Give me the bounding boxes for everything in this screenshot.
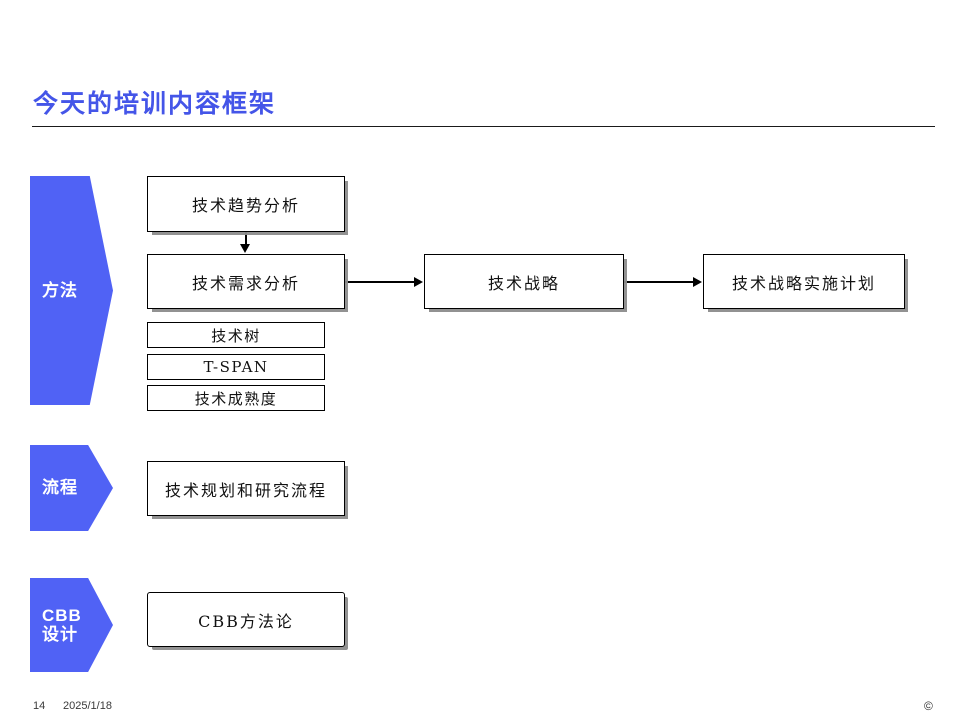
flow-box-technology-tree[interactable]: 技术树: [147, 322, 325, 348]
category-band-cbb-label-line1: CBB: [42, 605, 82, 625]
arrow-right-icon: [414, 277, 423, 287]
flow-box-technology-planning-research-process[interactable]: 技术规划和研究流程: [147, 461, 345, 516]
footer-date: 2025/1/18: [63, 700, 112, 712]
flow-box-tspan[interactable]: T-SPAN: [147, 354, 325, 380]
connector-line-demand-to-strategy: [345, 281, 415, 283]
connector-line-strategy-to-plan: [624, 281, 694, 283]
arrow-down-icon: [240, 244, 250, 253]
flow-box-technology-trend-analysis[interactable]: 技术趋势分析: [147, 176, 345, 232]
flow-box-technology-demand-analysis[interactable]: 技术需求分析: [147, 254, 345, 309]
flow-box-cbb-methodology[interactable]: CBB方法论: [147, 592, 345, 647]
footer-page-number: 14: [33, 700, 46, 712]
flow-box-technology-strategy[interactable]: 技术战略: [424, 254, 624, 309]
category-band-process[interactable]: 流程: [30, 445, 113, 531]
category-band-cbb-label: CBB 设计: [42, 606, 82, 644]
title-divider: [32, 126, 935, 127]
category-band-process-label: 流程: [42, 478, 78, 498]
copyright-icon: ©: [924, 699, 933, 713]
flow-box-technology-strategy-implementation-plan[interactable]: 技术战略实施计划: [703, 254, 905, 309]
category-band-cbb-label-line2: 设计: [42, 625, 78, 644]
flow-box-technology-maturity[interactable]: 技术成熟度: [147, 385, 325, 411]
category-band-method-label: 方法: [42, 280, 78, 300]
connector-line-trend-to-demand: [245, 232, 247, 246]
page-title: 今天的培训内容框架: [33, 89, 277, 118]
arrow-right-icon: [693, 277, 702, 287]
category-band-method[interactable]: 方法: [30, 176, 113, 405]
category-band-cbb[interactable]: CBB 设计: [30, 578, 113, 672]
